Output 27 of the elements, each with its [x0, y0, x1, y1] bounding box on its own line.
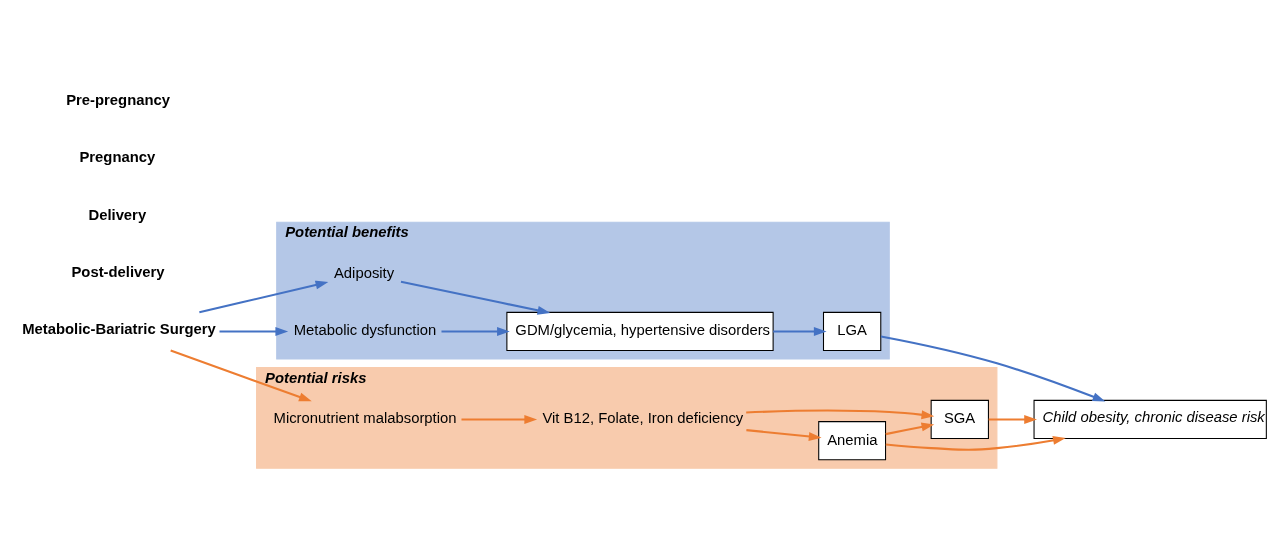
label: Post-delivery: [71, 264, 165, 281]
label: Pre-pregnancy: [66, 92, 171, 109]
arrow: [199, 280, 329, 314]
label: Pregnancy: [79, 149, 156, 166]
arrow: [441, 326, 510, 336]
node-box: LGA: [822, 311, 882, 352]
node-text: Micronutrient malabsorption: [273, 410, 457, 427]
arrow: [170, 349, 312, 402]
node-box: SGA: [930, 399, 989, 440]
arrow: [773, 326, 827, 336]
node-box: Anemia: [818, 421, 887, 461]
node-box: Child obesity, chronic disease risk: [1033, 399, 1267, 440]
arrow: [219, 326, 289, 336]
node-text: Vit B12, Folate, Iron deficiency: [542, 410, 744, 427]
arrow: [461, 415, 538, 424]
arrow: [746, 429, 822, 441]
arrow: [885, 422, 935, 436]
node-text: Metabolic dysfunction: [293, 322, 437, 339]
node-box: GDM/glycemia, hypertensive disorders: [506, 311, 774, 352]
arrow: [880, 335, 1106, 402]
arrow: [746, 409, 935, 420]
label: Delivery: [88, 206, 147, 223]
arrow: [988, 415, 1037, 424]
node-text: Adiposity: [333, 265, 395, 282]
node-text: Metabolic-Bariatric Surgery: [22, 321, 216, 338]
arrow: [885, 435, 1066, 451]
arrow: [400, 280, 551, 315]
